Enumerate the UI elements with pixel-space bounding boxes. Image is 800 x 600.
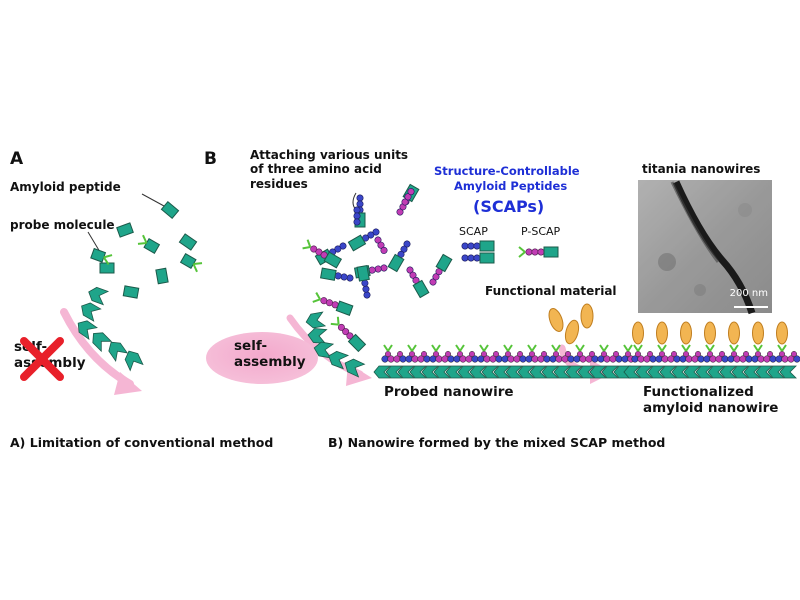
scap-glyph [406,266,430,299]
assembled-chevron-glyph [88,286,110,306]
functional-material-glyph [580,303,594,329]
scaps-title-line2: Amyloid Peptides [454,179,568,193]
amyloid-peptide-glyph [122,285,140,299]
functionalized-nanowire [623,321,800,379]
panel-a-letter: A [10,149,24,169]
titania-nanowires-label: titania nanowires [642,162,761,176]
blocked-cross-icon [20,337,64,381]
panel-a-caption: A) Limitation of conventional method [10,435,274,450]
amino-acid-residues-glyph [401,188,415,206]
probe-molecule-label: probe molecule [10,218,115,232]
amyloid-peptide-glyph [116,222,134,238]
p-scap-glyph [518,246,559,258]
scap-key-label: SCAP [459,225,488,238]
self-assembly-bubble [206,332,318,384]
scap-glyph [429,253,453,286]
assembled-chevron-glyph [328,350,350,370]
probed-nanowire-label: Probed nanowire [384,384,514,400]
amino-acid-residues-glyph [374,236,388,254]
assembled-chevron-glyph [92,332,113,353]
probe-leader-line [87,231,101,253]
attaching-units-label: Attaching various units of three amino a… [250,148,409,191]
assembled-chevron-glyph [124,350,144,372]
assembled-chevron-glyph [108,341,129,362]
functional-material-glyph [548,308,564,332]
functionalization-arrow [558,344,598,376]
scaps-abbrev: (SCAPs) [473,197,545,216]
p-scap-glyph [312,292,354,316]
amyloid-peptide-glyph [155,267,169,285]
assembled-chevron-glyph [77,320,98,341]
p-scap-glyph [330,316,367,353]
scap-glyph [319,267,354,282]
panel-a-assembly-arrowhead [114,372,142,395]
probe-molecule-glyph [90,247,113,266]
titania-tem-image [638,180,772,315]
scap-glyph [347,228,380,252]
amyloid-leader-line [141,193,165,207]
scaps-title-line1: Structure-Controllable [434,164,580,178]
p-scap-glyph [302,239,343,269]
functional-material-label: Functional material [485,284,617,298]
amyloid-peptide-glyph [178,233,198,251]
probed-nanowire [373,344,635,379]
scap-glyph [461,252,495,264]
pscap-key-label: P-SCAP [521,225,561,238]
molecules-layer [77,183,800,379]
assembled-chevron-glyph [81,302,102,322]
scale-bar-label: 200 nm [729,288,768,299]
probe-molecule-glyph [137,234,161,255]
tem-scale-frame: 200 nm [638,180,772,313]
functional-material-glyph [564,319,580,345]
panel-b-caption: B) Nanowire formed by the mixed SCAP met… [328,435,666,450]
amyloid-peptide-label: Amyloid peptide [10,180,121,194]
panel-b-self-assembly-label: self- assembly [234,338,306,370]
panel-b-letter: B [204,149,217,169]
scap-glyph [461,240,495,252]
assembled-chevron-glyph [344,358,366,378]
amyloid-peptide-glyph [160,200,180,220]
functionalized-nanowire-label: Functionalized amyloid nanowire [643,384,779,416]
assembled-chevron-glyph [305,311,327,329]
scap-glyph [356,264,371,299]
probe-molecule-glyph [179,252,203,273]
amino-acid-residues-glyph [353,206,361,226]
amyloid-peptide-glyph [99,262,115,274]
scap-glyph [387,240,411,273]
